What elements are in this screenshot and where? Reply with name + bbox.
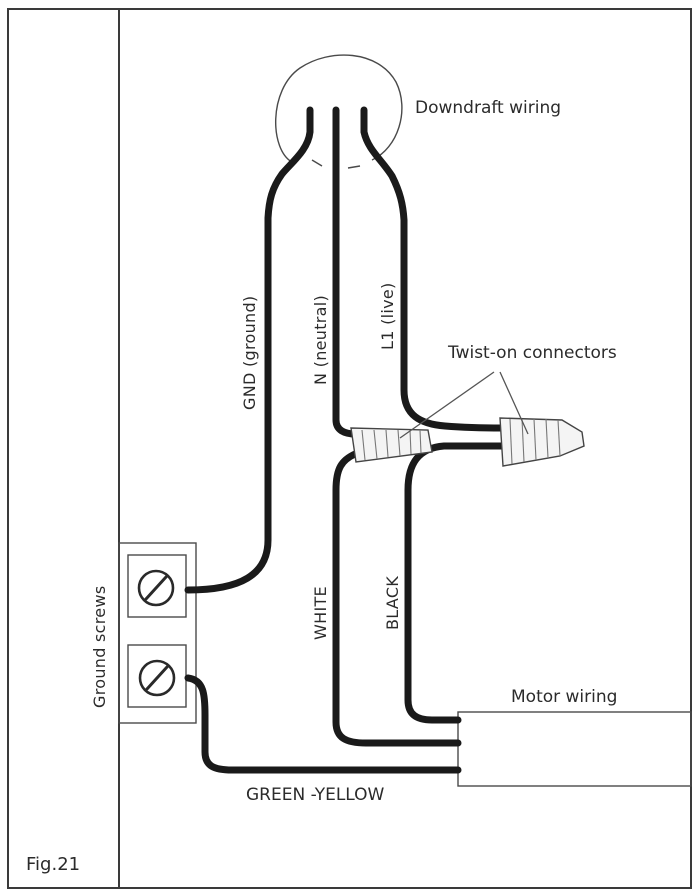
grommet-gap-right [347, 165, 361, 169]
ground-screw-bottom-slot [145, 665, 169, 691]
grommet-gap-left [311, 159, 323, 167]
neutral-wire [332, 106, 360, 438]
green-yellow-wire [184, 674, 462, 774]
black-wire [404, 442, 507, 724]
white-wire-label: WHITE [311, 586, 330, 640]
green-yellow-wire-label: GREEN -YELLOW [246, 785, 385, 805]
downdraft-wiring-label: Downdraft wiring [415, 98, 561, 118]
ground-wire [184, 106, 314, 594]
outer-frame [7, 8, 692, 889]
ground-screw-plate-top [127, 554, 187, 618]
black-wire-label: BLACK [383, 576, 402, 630]
white-wire [332, 450, 462, 747]
ground-wire-label: GND (ground) [240, 296, 259, 410]
motor-wiring-box [457, 711, 692, 787]
downdraft-grommet [275, 54, 403, 163]
twist-on-connector-right [499, 417, 585, 467]
live-wire [360, 106, 506, 432]
motor-wiring-label: Motor wiring [511, 687, 617, 707]
live-wire-label: L1 (live) [378, 282, 397, 350]
neutral-wire-label: N (neutral) [311, 295, 330, 385]
connector-leader-left [399, 371, 495, 439]
ground-screws-label: Ground screws [90, 586, 109, 708]
twist-on-connector-left [350, 427, 433, 463]
ground-screw-top-slot [144, 575, 168, 601]
figure-number: Fig.21 [26, 854, 80, 875]
connector-leader-right [499, 371, 529, 435]
ground-screw-block [118, 542, 197, 724]
twist-on-connectors-label: Twist-on connectors [447, 343, 617, 363]
